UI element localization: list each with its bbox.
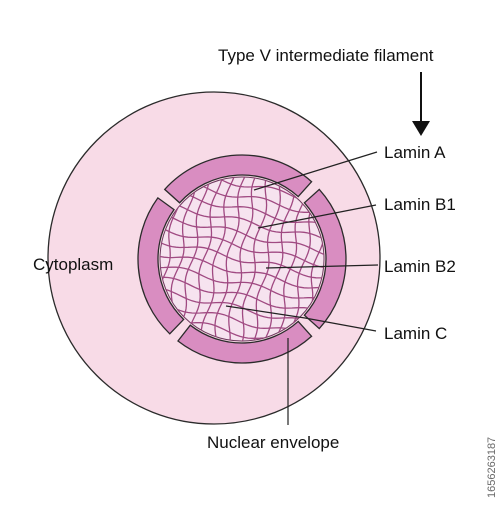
lamin-c-label: Lamin C (384, 324, 447, 343)
down-arrow-icon (412, 72, 430, 136)
lamin-b2-label: Lamin B2 (384, 257, 456, 276)
leader-line-lamin-b2 (265, 264, 379, 269)
envelope-segment (303, 188, 347, 330)
envelope-segment (163, 154, 313, 204)
lamin-b1-label: Lamin B1 (384, 195, 456, 214)
lamin-filament (208, 177, 252, 341)
cytoplasm-label: Cytoplasm (33, 255, 113, 274)
lamin-filament (219, 177, 265, 341)
lamin-filament (231, 177, 278, 341)
side-code-text: 1656263187 (486, 436, 498, 498)
nuclear-envelope (137, 154, 347, 364)
nuclear-envelope-label: Nuclear envelope (207, 433, 339, 452)
lamin-filament (160, 231, 324, 282)
leader-line-lamin-c (225, 305, 377, 332)
leader-line-lamin-b1 (257, 204, 377, 229)
lamin-a-label: Lamin A (384, 143, 446, 162)
leader-line-lamin-a (253, 151, 378, 191)
envelope-segment (177, 320, 313, 364)
envelope-segment (137, 196, 185, 335)
filament-type-label: Type V intermediate filament (218, 46, 434, 65)
